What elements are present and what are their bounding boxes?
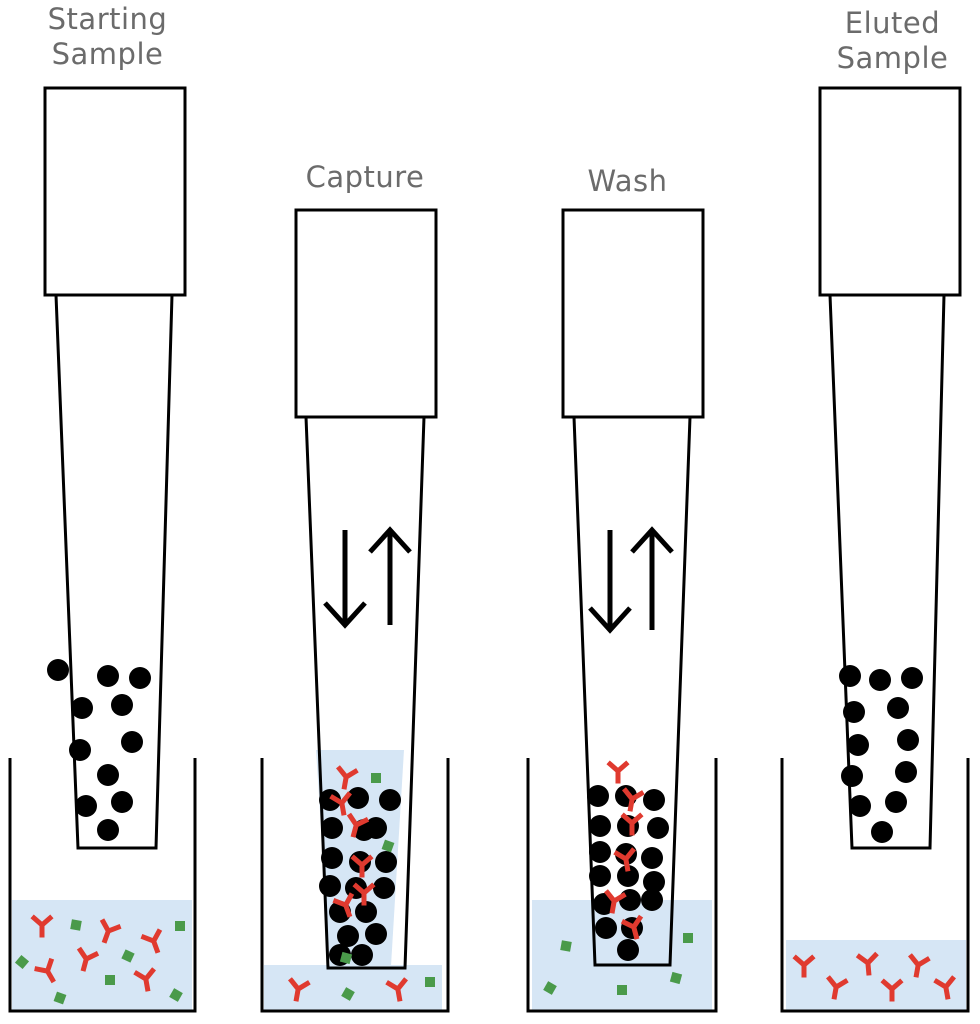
bead (321, 847, 343, 869)
label-capture: Capture (305, 160, 425, 194)
impurity (669, 971, 683, 985)
label-starting-line1: Starting (47, 2, 168, 36)
bead (847, 734, 869, 756)
bead (47, 659, 69, 681)
impurity (683, 933, 693, 943)
impurity (341, 987, 355, 1001)
bead (901, 667, 923, 689)
bead (75, 795, 97, 817)
impurity (175, 921, 185, 931)
bead (97, 764, 119, 786)
tip-collar-starting (43, 86, 187, 297)
pipette-tip-capture (304, 415, 426, 970)
bead (347, 787, 369, 809)
well-liquid-starting (12, 900, 192, 1010)
well-wash (526, 758, 718, 1013)
bead (841, 765, 863, 787)
impurity (169, 988, 183, 1002)
bead (595, 917, 617, 939)
label-eluted-sample: Eluted Sample (805, 6, 980, 76)
bead (897, 729, 919, 751)
bead (373, 877, 395, 899)
bead (111, 694, 133, 716)
up-down-arrows-icon (323, 526, 412, 629)
impurity (70, 919, 82, 931)
bead (589, 841, 611, 863)
impurity (425, 977, 435, 987)
impurity (543, 981, 557, 995)
bead (319, 875, 341, 897)
pipette-tip-starting (54, 293, 174, 850)
bead (97, 819, 119, 841)
label-eluted-line1: Eluted (844, 6, 941, 40)
impurity (121, 949, 135, 963)
antibody (610, 764, 626, 781)
up-arrow-icon (368, 526, 412, 625)
down-arrow-icon (323, 530, 367, 629)
bead (337, 925, 359, 947)
bead (895, 761, 917, 783)
bead (843, 701, 865, 723)
well-starting (8, 758, 197, 1013)
bead (643, 789, 665, 811)
bead (617, 865, 639, 887)
bead (617, 939, 639, 961)
bead (839, 665, 861, 687)
well-liquid-capture (264, 965, 442, 1011)
bead (641, 847, 663, 869)
bead (647, 817, 669, 839)
pipette-tip-wash (572, 415, 692, 967)
bead (321, 817, 343, 839)
impurity (617, 985, 627, 995)
bead (869, 669, 891, 691)
bead (365, 817, 387, 839)
pipette-tip-eluted (828, 293, 946, 850)
bead (589, 815, 611, 837)
bead (351, 944, 373, 966)
bead (375, 851, 397, 873)
tip-collar-eluted (818, 86, 962, 297)
tip-collar-capture (294, 208, 438, 419)
bead (871, 821, 893, 843)
impurity (381, 839, 395, 853)
up-down-arrows-icon (588, 526, 674, 634)
down-arrow-icon (588, 530, 632, 634)
up-arrow-icon (630, 526, 674, 630)
bead (355, 901, 377, 923)
bead (379, 789, 401, 811)
bead (589, 865, 611, 887)
bead (643, 871, 665, 893)
bead (129, 667, 151, 689)
bead (887, 697, 909, 719)
bead (365, 923, 387, 945)
label-wash: Wash (587, 164, 668, 198)
impurity (105, 975, 115, 985)
bead (641, 889, 663, 911)
impurity (371, 773, 381, 783)
tip-collar-wash (561, 208, 705, 419)
bead (587, 785, 609, 807)
well-capture (260, 758, 450, 1013)
bead (121, 731, 143, 753)
label-starting-sample: Starting Sample (20, 2, 195, 72)
bead (619, 889, 641, 911)
bead (849, 795, 871, 817)
label-eluted-line2: Sample (836, 41, 949, 75)
bead (97, 665, 119, 687)
impurity (339, 951, 353, 965)
bead (319, 789, 341, 811)
impurity (14, 954, 30, 970)
bead (111, 791, 133, 813)
label-starting-line2: Sample (51, 37, 164, 71)
impurity (560, 940, 572, 952)
bead (71, 697, 93, 719)
well-eluted (780, 758, 970, 1013)
well-liquid-eluted (786, 940, 966, 1011)
bead (885, 791, 907, 813)
impurity (53, 991, 67, 1005)
